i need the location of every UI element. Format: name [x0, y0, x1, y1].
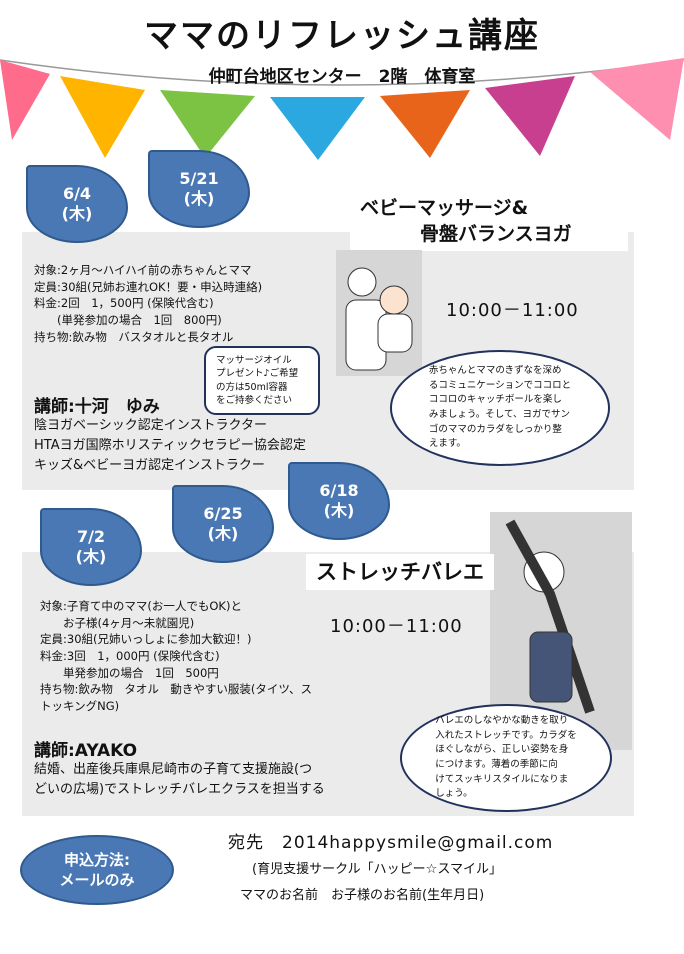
page-title: ママのリフレッシュ講座: [144, 16, 540, 56]
session2-description: バレエのしなやかな動きを取り入れたストレッチです。カラダを ほぐしながら、正しい…: [400, 704, 612, 812]
apply-method-badge: 申込方法:メールのみ: [20, 835, 174, 905]
date-bubble: 6/18(木): [288, 462, 390, 540]
circle-name: (育児支援サークル「ハッピー☆スマイル」: [252, 862, 502, 877]
required-names: ママのお名前 お子様のお名前(生年月日): [240, 888, 485, 903]
mother-baby-illustration: [336, 250, 422, 376]
date-bubble: 7/2(木): [40, 508, 142, 586]
session2-teacher: 講師:AYAKO: [34, 741, 138, 761]
session1-info: 対象:2ヶ月～ハイハイ前の赤ちゃんとママ 定員:30組(兄姉お連れOK！要・申込…: [34, 263, 263, 344]
flag: [270, 97, 365, 160]
session2-title: ストレッチバレエ: [306, 554, 494, 591]
flag: [380, 90, 470, 158]
email-address: 宛先 2014happysmile@gmail.com: [228, 833, 554, 853]
date-bubble: 5/21(木): [148, 150, 250, 228]
flag: [0, 60, 50, 140]
venue: 仲町台地区センター 2階 体育室: [208, 67, 476, 87]
session2-info: 対象:子育て中のママ(お一人でもOK)と お子様(4ヶ月～未就園児) 定員:30…: [40, 599, 312, 714]
bunting-decoration: [0, 58, 684, 160]
session2-credentials: 結婚、出産後兵庫県尼崎市の子育て支援施設(つ どいの広場)でストレッチバレエクラ…: [34, 762, 325, 798]
session1-teacher: 講師:十河 ゆみ: [34, 397, 160, 417]
date-bubble: 6/4(木): [26, 165, 128, 243]
session2-time: 10:00－11:00: [330, 616, 463, 637]
session1-credentials: 陰ヨガベーシック認定インストラクター HTAヨガ国際ホリスティックセラピー協会認…: [34, 418, 306, 474]
session1-time: 10:00－11:00: [446, 300, 579, 321]
flag: [160, 90, 255, 158]
flag: [590, 58, 684, 140]
oil-note: マッサージオイルプレゼント♪ご希望 の方は50ml容器をご持参ください: [204, 346, 320, 416]
date-bubble: 6/25(木): [172, 485, 274, 563]
session1-description: 赤ちゃんとママのきずなを深めるコミュニケーションでココロと ココロのキャッチボー…: [390, 350, 610, 466]
flag: [60, 76, 145, 158]
flag: [485, 76, 575, 156]
session1-title: ベビーマッサージ& 骨盤バランスヨガ: [350, 192, 628, 252]
